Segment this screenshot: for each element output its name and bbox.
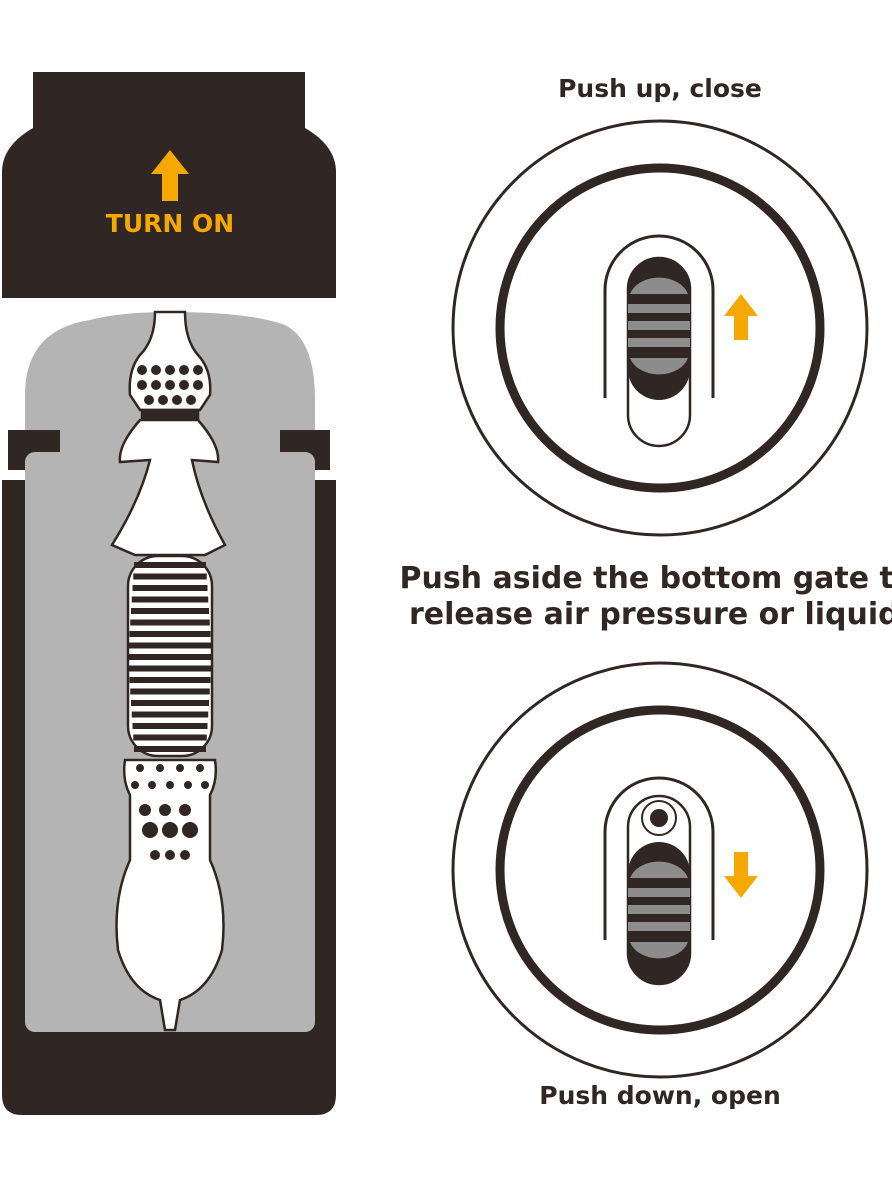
sleeve-dot: [176, 764, 184, 772]
sleeve-texture: [128, 365, 212, 860]
sleeve-dot: [172, 395, 182, 405]
sleeve-dot: [196, 764, 204, 772]
sleeve-dot: [179, 804, 191, 816]
sleeve-dot: [139, 804, 151, 816]
sleeve-rib: [129, 677, 211, 683]
slider-knob-open[interactable]: [628, 842, 690, 984]
bottom-dial: Push down, open: [451, 661, 869, 1110]
sleeve-rib: [128, 665, 212, 672]
sleeve-dot: [165, 365, 175, 375]
sleeve-dot: [150, 850, 160, 860]
sleeve-dot: [148, 781, 156, 789]
sleeve-dot: [151, 365, 161, 375]
sleeve-dot: [137, 380, 147, 390]
sleeve-rib: [129, 631, 211, 637]
arrow-up-icon: [724, 294, 758, 340]
sleeve-rib: [132, 585, 208, 591]
slider-knob-closed[interactable]: [628, 258, 690, 400]
top-dial: Push up, close: [451, 74, 869, 537]
sleeve-dot: [165, 850, 175, 860]
sleeve-dot: [193, 380, 203, 390]
sleeve-dot: [180, 850, 190, 860]
sleeve-dot: [179, 365, 189, 375]
sleeve-dot: [137, 365, 147, 375]
sleeve-dot: [182, 822, 198, 838]
sleeve-rib: [131, 596, 209, 603]
sleeve-dot: [142, 822, 158, 838]
sleeve-dot: [136, 764, 144, 772]
sleeve-dot: [193, 365, 203, 375]
cap-label: TURN ON: [106, 209, 234, 238]
sleeve-rib: [128, 654, 212, 660]
bottom-dial-caption: Push down, open: [539, 1081, 781, 1110]
instruction-line-1: Push aside the bottom gate to: [399, 561, 892, 596]
sleeve-dot: [179, 380, 189, 390]
sleeve-dot: [162, 822, 178, 838]
sleeve-dot: [184, 781, 192, 789]
sleeve-rib: [130, 688, 210, 695]
cap: TURN ON: [2, 72, 336, 298]
sleeve-dot: [186, 395, 196, 405]
sleeve-rib: [131, 608, 209, 614]
arrow-down-icon: [724, 852, 758, 898]
top-dial-caption: Push up, close: [558, 74, 762, 103]
sleeve-dot: [131, 781, 139, 789]
sleeve-dot: [144, 395, 154, 405]
sleeve-rib: [133, 573, 207, 580]
sleeve-dot: [201, 781, 209, 789]
sleeve-rib: [134, 562, 206, 568]
sleeve-dot: [158, 395, 168, 405]
sleeve-dot: [151, 380, 161, 390]
sleeve-rib: [130, 619, 210, 626]
sleeve-dot: [166, 781, 174, 789]
sleeve-rib: [131, 711, 209, 718]
sleeve-rib: [134, 746, 206, 752]
sleeve-dot: [159, 804, 171, 816]
sleeve-rib: [133, 734, 207, 741]
sleeve-rib: [128, 642, 212, 649]
sleeve-dot: [156, 764, 164, 772]
instruction-line-2: release air pressure or liquid.: [409, 597, 892, 632]
sleeve-rib: [132, 723, 208, 729]
arrow-up-icon: [151, 150, 189, 201]
sleeve-dot: [165, 380, 175, 390]
sleeve-rib: [131, 700, 209, 706]
